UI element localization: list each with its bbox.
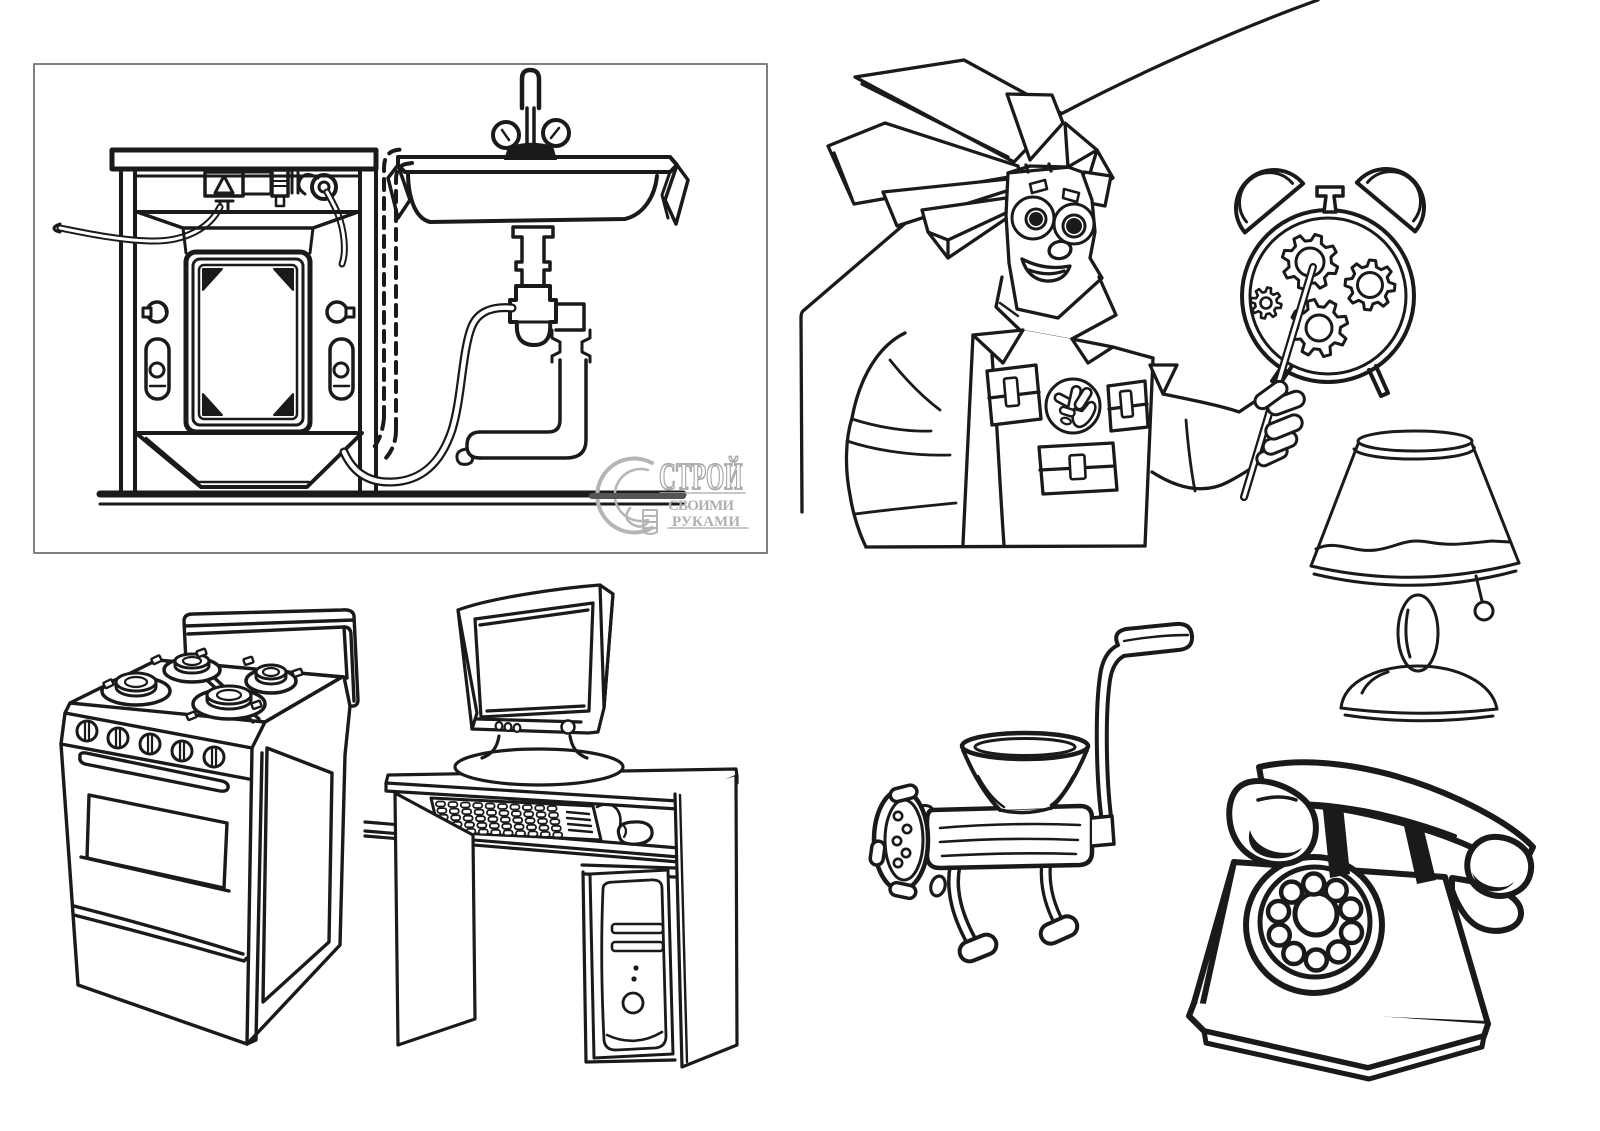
svg-text:СВОИМИ: СВОИМИ — [668, 498, 734, 514]
svg-text:СТРОЙ: СТРОЙ — [659, 455, 743, 497]
svg-text:РУКАМИ: РУКАМИ — [672, 514, 740, 530]
